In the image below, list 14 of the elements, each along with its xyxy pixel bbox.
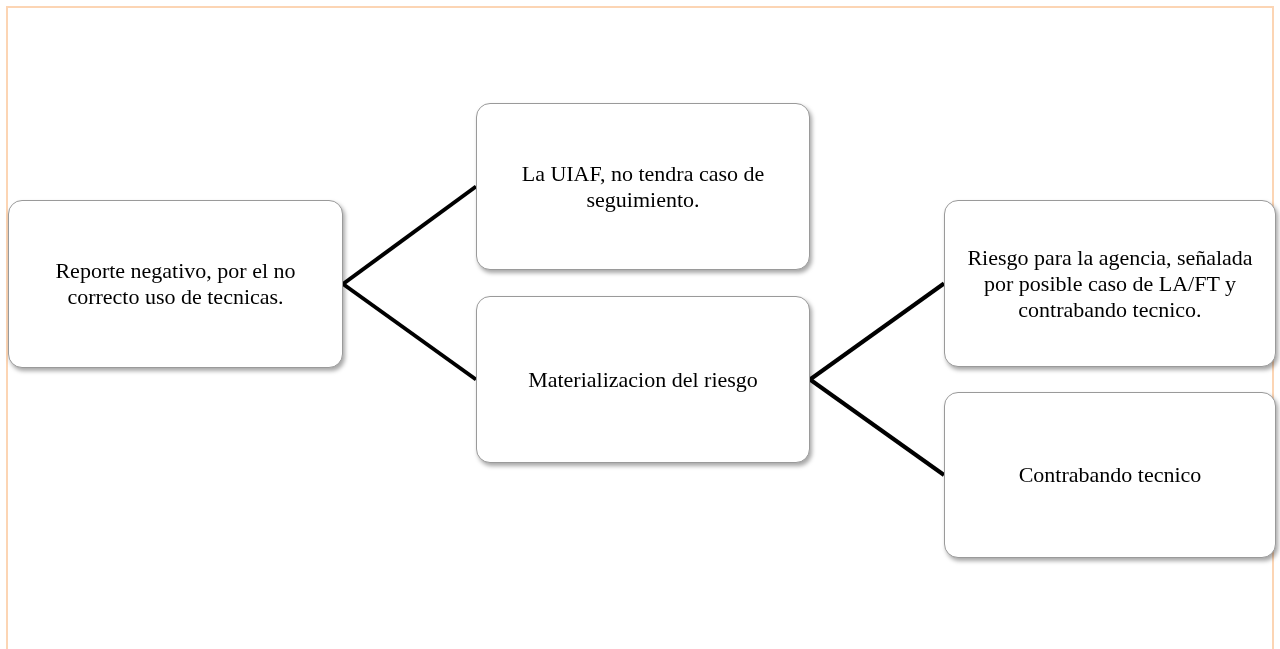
box-text: Reporte negativo, por el no correcto uso de tecnicas.	[54, 258, 297, 310]
box-text: Contrabando tecnico	[1018, 462, 1202, 488]
box-text: Riesgo para la agencia, señalada por posible caso de LA/FT y contrabando tecnico.	[966, 244, 1254, 323]
box-text: Materializacion del riesgo	[528, 366, 758, 393]
box-text: La UIAF, no tendra caso de seguimiento.	[520, 160, 766, 213]
connector-line	[808, 377, 946, 477]
process-box	[476, 103, 810, 270]
process-box	[476, 296, 810, 463]
process-box	[944, 200, 1276, 367]
connector-line	[808, 281, 946, 382]
process-box	[944, 392, 1276, 558]
connector-line	[341, 184, 478, 286]
process-box	[8, 200, 343, 368]
connector-line	[341, 282, 478, 382]
